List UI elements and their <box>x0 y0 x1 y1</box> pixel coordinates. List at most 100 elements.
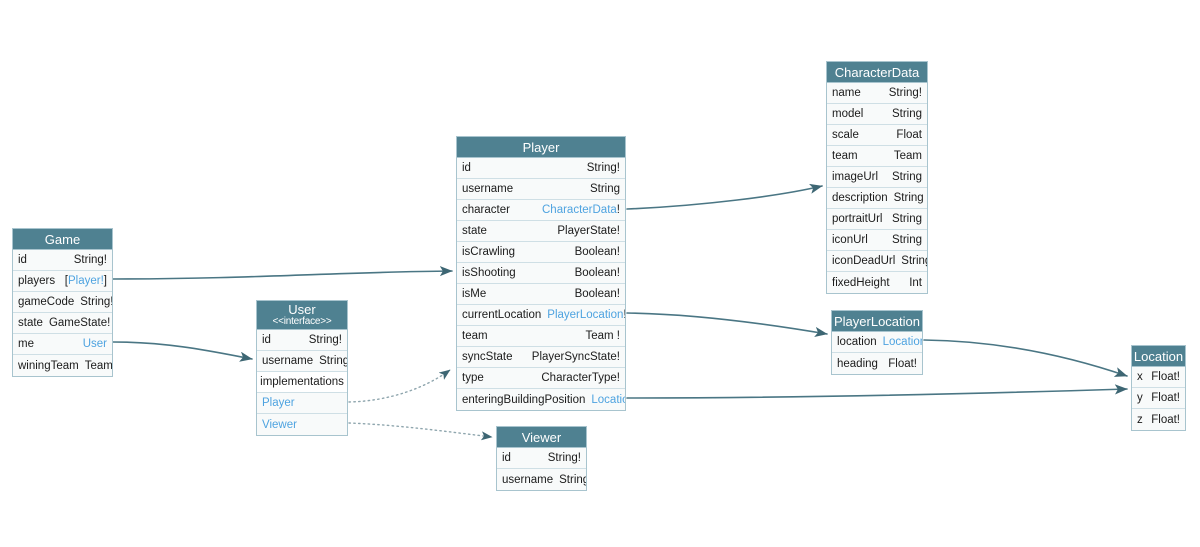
field-row[interactable]: description String <box>827 188 927 209</box>
entity-playerlocation[interactable]: PlayerLocation location Location! headingFl… <box>831 310 923 375</box>
field-name: model <box>832 108 864 120</box>
entity-header-characterdata: CharacterData <box>827 62 927 83</box>
field-type: Location! <box>882 336 922 348</box>
field-row[interactable]: state GameState! <box>13 313 112 334</box>
field-row[interactable]: iconUrl String <box>827 230 927 251</box>
field-type: Boolean! <box>574 267 620 279</box>
implementations-label: implementations <box>260 376 344 388</box>
field-name: team <box>462 330 488 342</box>
entity-title: Player <box>522 140 560 155</box>
entity-title: Game <box>44 232 81 247</box>
implementation-item-viewer[interactable]: Viewer <box>257 414 347 435</box>
field-name: location <box>837 336 877 348</box>
field-row[interactable]: enteringBuildingPositionLocation <box>457 389 625 410</box>
field-name: id <box>502 452 511 464</box>
field-name: syncState <box>462 351 513 363</box>
field-type: String <box>589 183 620 195</box>
implementations-header: implementations <box>257 372 347 393</box>
field-name: isCrawling <box>462 246 516 258</box>
field-type: Float! <box>1151 371 1180 383</box>
field-type: String <box>891 234 922 246</box>
edge-player-character-characterdata <box>626 183 823 210</box>
field-type: GameState! <box>48 317 111 329</box>
field-type: CharacterType! <box>541 372 620 384</box>
field-type: Team <box>84 359 112 372</box>
edge-player-currentlocation-playerlocation <box>626 312 828 338</box>
field-name: y <box>1137 392 1143 404</box>
implementation-item-player[interactable]: Player <box>257 393 347 414</box>
edge-user-implements-player <box>348 369 451 403</box>
field-row[interactable]: username String <box>457 179 625 200</box>
implementation-name: Player <box>262 397 295 409</box>
field-name: username <box>262 355 314 367</box>
field-name: state <box>18 317 43 329</box>
field-name: character <box>462 204 510 216</box>
field-type: PlayerState! <box>557 225 620 237</box>
field-name: iconUrl <box>832 234 868 246</box>
field-row[interactable]: players[Player!] <box>13 271 112 292</box>
field-type: String <box>891 213 922 225</box>
field-name: heading <box>837 357 878 370</box>
edge-user-implements-viewer <box>348 422 493 441</box>
field-row[interactable]: iconDeadUrlString <box>827 251 927 272</box>
field-row[interactable]: currentLocation PlayerLocation! <box>457 305 625 326</box>
entity-header-player: Player <box>457 137 625 158</box>
field-type: String! <box>888 87 922 99</box>
field-type: Float! <box>1151 413 1180 426</box>
field-name: fixedHeight <box>832 276 890 289</box>
entity-title: PlayerLocation <box>834 314 920 329</box>
implementation-name: Viewer <box>262 418 297 431</box>
entity-header-viewer: Viewer <box>497 427 586 448</box>
field-type: String <box>893 192 924 204</box>
field-type: Boolean! <box>574 288 620 300</box>
field-name: username <box>462 183 514 195</box>
field-type: String <box>319 355 347 367</box>
field-row[interactable]: username String <box>257 351 347 372</box>
field-name: gameCode <box>18 296 75 308</box>
field-name: iconDeadUrl <box>832 255 896 267</box>
field-row[interactable]: location Location! <box>832 332 922 353</box>
edge-playerlocation-location-location <box>923 339 1128 377</box>
field-name: currentLocation <box>462 309 542 321</box>
entity-title: Viewer <box>521 430 562 445</box>
field-name: scale <box>832 129 859 141</box>
field-row[interactable]: isShooting Boolean! <box>457 263 625 284</box>
field-type: PlayerLocation! <box>547 309 625 321</box>
field-name: username <box>502 473 554 486</box>
field-name: isShooting <box>462 267 516 279</box>
field-name: description <box>832 192 888 204</box>
